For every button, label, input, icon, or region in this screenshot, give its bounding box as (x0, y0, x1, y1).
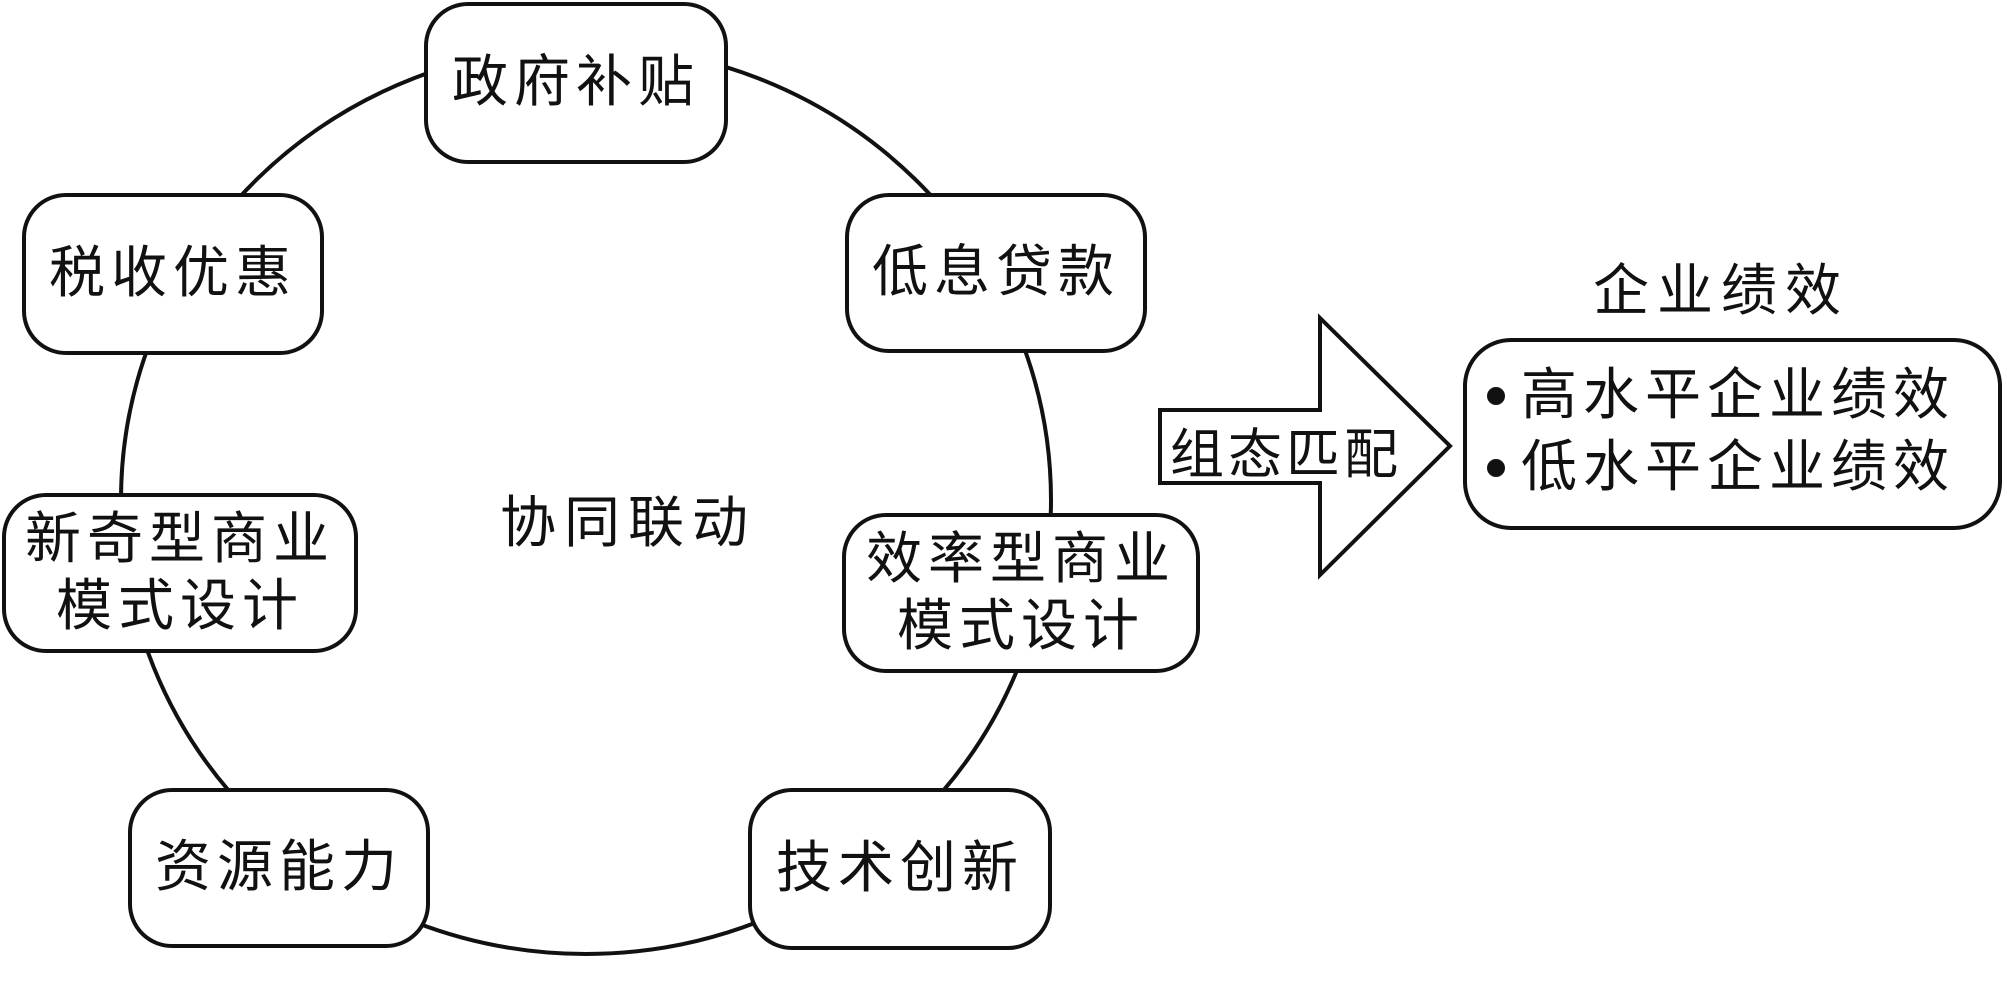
bullet-icon (1487, 459, 1505, 477)
node-efficiency-business-model-line2: 模式设计 (897, 594, 1145, 659)
node-novelty-business-model-line1: 新奇型商业 (25, 506, 335, 572)
outcome-item-low: 低水平企业绩效 (1487, 432, 1998, 504)
center-label: 协同联动 (500, 491, 756, 556)
node-tech-innovation-label: 技术创新 (776, 836, 1024, 902)
outcome-item-high: 高水平企业绩效 (1487, 360, 1998, 432)
arrow-shape (1158, 313, 1453, 580)
bullet-icon (1487, 387, 1505, 405)
node-low-interest-loan: 低息贷款 (845, 193, 1147, 353)
node-resource-capability: 资源能力 (128, 788, 430, 948)
node-tax-preference: 税收优惠 (22, 193, 324, 355)
node-government-subsidy-label: 政府补贴 (452, 50, 700, 116)
node-tax-preference-label: 税收优惠 (49, 241, 297, 307)
node-novelty-business-model: 新奇型商业 模式设计 (2, 493, 358, 653)
node-resource-capability-label: 资源能力 (155, 835, 403, 901)
node-novelty-business-model-line2: 模式设计 (56, 574, 304, 639)
outcome-item-high-label: 高水平企业绩效 (1521, 363, 1955, 428)
node-tech-innovation: 技术创新 (748, 788, 1052, 950)
node-efficiency-business-model-line1: 效率型商业 (866, 526, 1176, 592)
outcome-item-low-label: 低水平企业绩效 (1521, 435, 1955, 500)
outcome-title: 企业绩效 (1593, 259, 1849, 324)
node-government-subsidy: 政府补贴 (424, 2, 728, 164)
node-low-interest-loan-label: 低息贷款 (872, 240, 1120, 306)
arrow-label: 组态匹配 (1170, 423, 1402, 486)
outcome-box: 高水平企业绩效 低水平企业绩效 (1463, 338, 2002, 530)
node-efficiency-business-model: 效率型商业 模式设计 (842, 513, 1200, 673)
